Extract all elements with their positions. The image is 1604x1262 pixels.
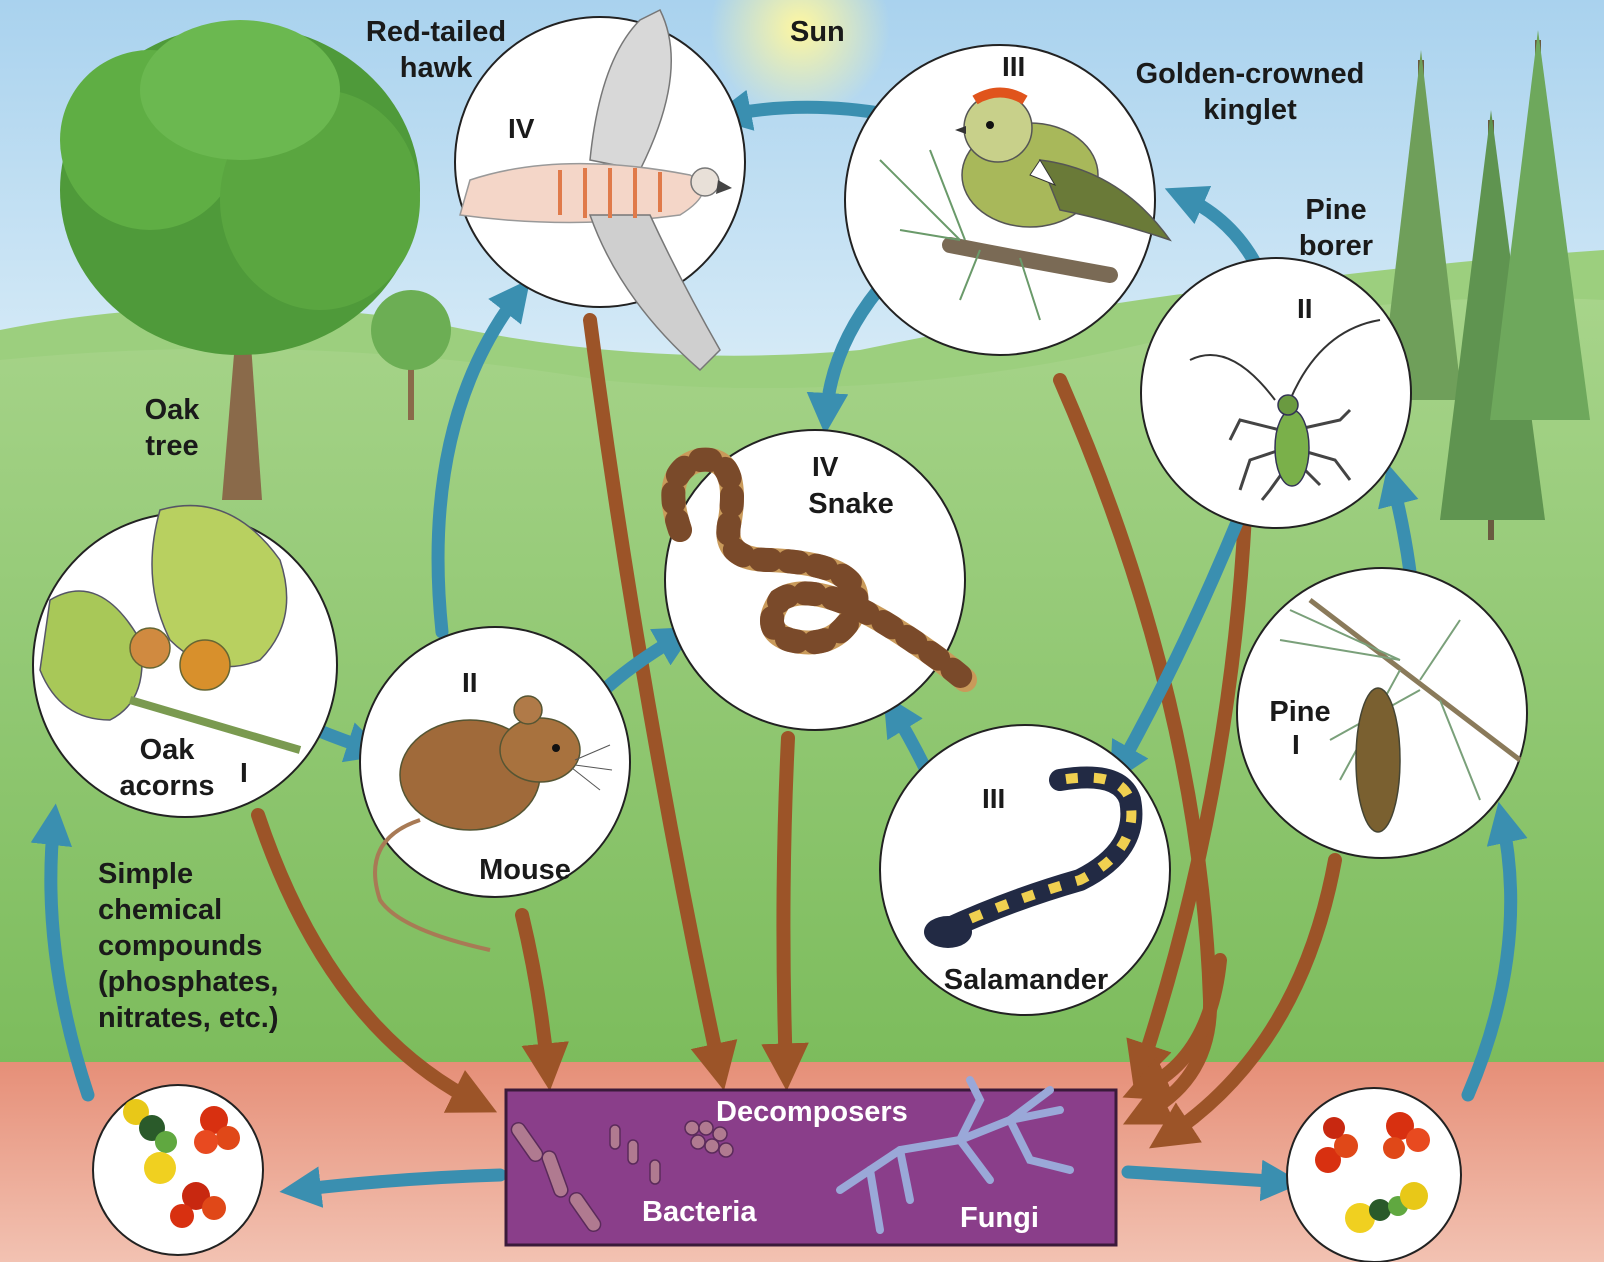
label-oak-tree-line1: Oak — [132, 392, 212, 428]
label-snake: Snake — [796, 486, 906, 522]
pine-borer-node — [1141, 258, 1411, 528]
label-hawk-line1: Red-tailed — [356, 14, 516, 50]
trophic-level-snake: IV — [812, 451, 839, 482]
chemicals-left-node — [93, 1085, 263, 1255]
label-hawk-line2: hawk — [356, 50, 516, 86]
label-pine: Pine — [1262, 694, 1338, 730]
decay-arrow-snake — [783, 738, 788, 1072]
label-pine-borer-line2: borer — [1286, 228, 1386, 264]
trophic-level-salamander: III — [982, 783, 1005, 814]
label-oak-acorns: Oak acorns — [112, 732, 222, 804]
label-chem-line3: compounds — [98, 928, 279, 964]
label-sun: Sun — [790, 14, 845, 50]
label-chem-line4: (phosphates, — [98, 964, 279, 1000]
chemicals-right-node — [1287, 1088, 1461, 1262]
trophic-level-pine: I — [1292, 729, 1300, 760]
label-bacteria: Bacteria — [642, 1194, 756, 1230]
label-salamander: Salamander — [934, 962, 1118, 998]
trophic-level-hawk: IV — [508, 113, 535, 144]
label-oak-acorns-line2: acorns — [112, 768, 222, 804]
label-oak-acorns-line1: Oak — [112, 732, 222, 768]
label-oak-tree-line2: tree — [132, 428, 212, 464]
label-oak-tree: Oak tree — [132, 392, 212, 464]
label-golden-crowned-kinglet: Golden-crowned kinglet — [1120, 56, 1380, 128]
label-chem-line1: Simple — [98, 856, 279, 892]
trophic-level-pine-borer: II — [1297, 293, 1313, 324]
label-pine-borer: Pine borer — [1286, 192, 1386, 264]
label-red-tailed-hawk: Red-tailed hawk — [356, 14, 516, 86]
label-pine-borer-line1: Pine — [1286, 192, 1386, 228]
trophic-level-oak-acorns: I — [240, 757, 248, 788]
label-decomposers: Decomposers — [716, 1094, 908, 1130]
label-simple-chemical-compounds: Simple chemical compounds (phosphates, n… — [98, 856, 279, 1036]
label-fungi: Fungi — [960, 1200, 1039, 1236]
trophic-level-mouse: II — [462, 667, 478, 698]
label-kinglet-line2: kinglet — [1120, 92, 1380, 128]
label-kinglet-line1: Golden-crowned — [1120, 56, 1380, 92]
trophic-level-kinglet: III — [1002, 51, 1025, 82]
label-mouse: Mouse — [470, 852, 580, 888]
label-chem-line5: nitrates, etc.) — [98, 1000, 279, 1036]
label-chem-line2: chemical — [98, 892, 279, 928]
